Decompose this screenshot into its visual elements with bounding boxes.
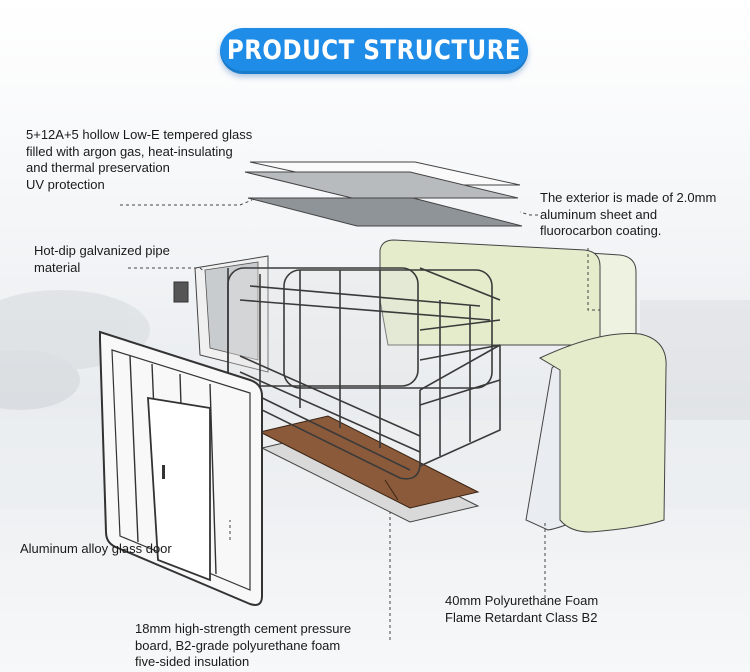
- callout-exterior-line: fluorocarbon coating.: [540, 223, 662, 238]
- callout-pipe-line: Hot-dip galvanized pipe: [34, 243, 170, 258]
- page-title: PRODUCT STRUCTURE: [226, 36, 522, 66]
- callout-foam: 40mm Polyurethane Foam Flame Retardant C…: [445, 593, 598, 626]
- leader-lines: [120, 199, 600, 640]
- callout-glass-line: filled with argon gas, heat-insulating: [26, 143, 233, 159]
- foam-panel-icon: [525, 333, 667, 533]
- side-panel: [173, 255, 269, 373]
- callout-glass-line: and thermal preservation: [26, 160, 170, 175]
- callout-glass-line: 5+12A+5 hollow Low-E tempered glass: [26, 127, 253, 142]
- callout-glass-line: UV protection: [26, 176, 105, 192]
- callout-board-line: five-sided insulation: [135, 654, 250, 669]
- door-icon: [99, 330, 263, 606]
- callout-exterior: The exterior is made of 2.0mm aluminum s…: [540, 190, 716, 240]
- callout-glass: 5+12A+5 hollow Low-E tempered glass fill…: [26, 127, 252, 193]
- callout-exterior-line: The exterior is made of 2.0mm: [540, 190, 717, 205]
- callout-board-line: 18mm high-strength cement pressure: [135, 621, 352, 636]
- callout-door: Aluminum alloy glass door: [20, 541, 172, 558]
- glass-panel-icon: [244, 161, 523, 227]
- title-banner: PRODUCT STRUCTURE: [220, 28, 528, 74]
- callout-door-line: Aluminum alloy glass door: [20, 541, 172, 556]
- callout-foam-line: Flame Retardant Class B2: [445, 609, 598, 625]
- callout-pipe-line: material: [34, 259, 81, 275]
- callout-board-line: board, B2-grade polyurethane foam: [135, 637, 341, 653]
- callout-exterior-line: aluminum sheet and: [540, 206, 658, 222]
- callout-foam-line: 40mm Polyurethane Foam: [445, 593, 599, 608]
- callout-pipe: Hot-dip galvanized pipe material: [34, 243, 170, 276]
- callout-board: 18mm high-strength cement pressure board…: [135, 621, 351, 671]
